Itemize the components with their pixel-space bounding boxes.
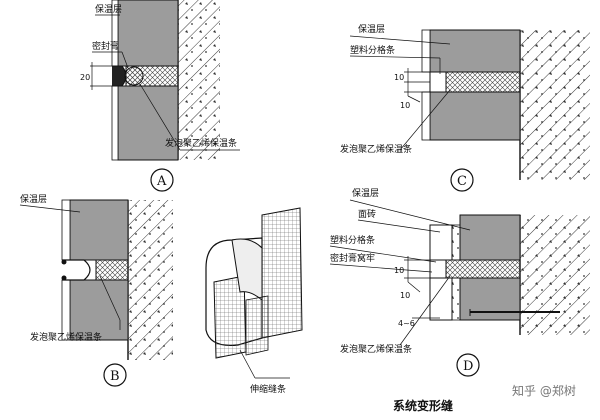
panel-label-a: A: [156, 174, 167, 189]
foam-strip: [95, 259, 129, 281]
dim-d-3: 4~6: [398, 319, 415, 328]
panel-label-c: C: [457, 174, 467, 189]
label-strip-c: 发泡聚乙烯保温条: [340, 143, 412, 155]
dim-c-2: 10: [400, 101, 410, 110]
label-divider-d: 塑料分格条: [330, 234, 375, 246]
label-insulation-c: 保温层: [358, 23, 385, 35]
label-expansion-b: 伸缩缝条: [250, 383, 286, 395]
label-sealant-d: 密封膏窝牢: [330, 252, 375, 264]
sealant: [112, 65, 127, 87]
panel-marker-c: [450, 168, 474, 192]
insulation-board-lower: [69, 279, 129, 341]
insulation-board-lower: [459, 277, 521, 321]
panel-marker-d: [456, 353, 480, 377]
foam-rod: [124, 66, 144, 86]
label-strip-a: 发泡聚乙烯保温条: [165, 137, 237, 149]
panel-marker-b: [103, 363, 127, 387]
panel-label-d: D: [463, 359, 473, 374]
insulation-board-upper: [429, 29, 521, 73]
plastic-divider: [429, 71, 447, 93]
label-tile-d: 面砖: [358, 208, 376, 220]
label-strip-d: 发泡聚乙烯保温条: [340, 343, 412, 355]
panel-marker-a: [150, 168, 174, 192]
label-divider-c: 塑料分格条: [350, 44, 395, 56]
foam-strip: [445, 259, 521, 279]
dim-d-1: 10: [394, 266, 404, 275]
label-sealant-a: 密封膏: [92, 40, 119, 52]
panel-c: 10 10 保温层 塑料分格条 发泡聚乙烯保温条 C: [340, 23, 590, 192]
panel-b: 保温层 发泡聚乙烯保温条 B 伸缩缝条: [19, 193, 303, 395]
label-strip-b: 发泡聚乙烯保温条: [30, 331, 102, 343]
label-insulation-d: 保温层: [352, 187, 379, 199]
foam-strip: [445, 71, 521, 93]
dim-c-1: 10: [394, 73, 404, 82]
figure-caption: 系统变形缝: [393, 398, 453, 413]
label-insulation-a: 保温层: [95, 3, 122, 15]
insulation-board-lower: [429, 91, 521, 141]
insulation-board-upper: [117, 0, 179, 67]
insulation-board-lower: [117, 85, 179, 161]
expansion-strip-illustration: [205, 207, 303, 359]
label-insulation-b: 保温层: [20, 193, 47, 205]
panel-d: 10 10 4~6 保温层 面砖 塑料分格条 密封膏窝牢 发泡聚乙烯保温条 D: [329, 187, 590, 377]
insulation-board-upper: [459, 214, 521, 261]
panel-a: 20 保温层 密封膏 发泡聚乙烯保温条 A: [80, 0, 240, 192]
dim-d-2: 10: [400, 291, 410, 300]
plastic-divider: [429, 259, 447, 279]
tile-upper: [429, 224, 453, 261]
watermark: 知乎 @郑树: [512, 383, 576, 398]
wall-aggregate: [178, 0, 220, 160]
insulation-board-upper: [69, 199, 129, 261]
dim-20: 20: [80, 73, 90, 82]
panel-label-b: B: [110, 369, 120, 384]
